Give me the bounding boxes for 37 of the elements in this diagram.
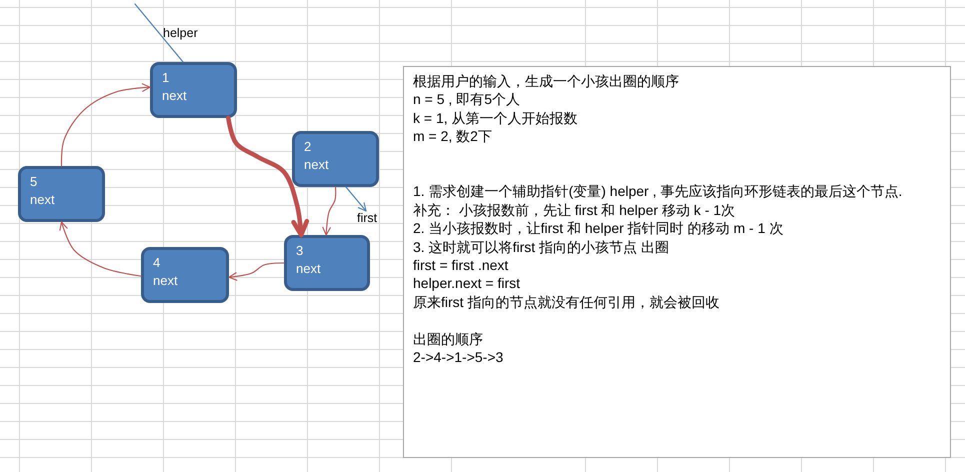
arrow <box>59 221 142 277</box>
arrow <box>228 262 285 281</box>
list-node-box <box>292 131 379 187</box>
node-field-label: next <box>304 156 329 174</box>
note-text: 2->4->1->5->3 <box>413 348 504 366</box>
list-node-box <box>284 235 370 291</box>
note-text: 原来first 指向的节点就没有任何引用，就会被回收 <box>413 292 720 312</box>
node-value: 1 <box>162 68 170 86</box>
node-value: 2 <box>304 138 312 156</box>
note-panel <box>403 66 951 458</box>
node-value: 4 <box>153 254 160 272</box>
node-field-label: next <box>162 86 187 104</box>
pointer-label: helper <box>163 26 198 40</box>
note-text: 出圈的顺序 <box>413 330 483 348</box>
list-node-box <box>150 62 237 118</box>
node-value: 3 <box>296 242 304 260</box>
arrow <box>322 186 336 236</box>
note-text: first = first .next <box>413 256 508 274</box>
note-text: 1. 需求创建一个辅助指针(变量) helper , 事先应该指向环形链表的最后这个节点. <box>413 182 902 201</box>
node-value: 5 <box>30 172 38 190</box>
node-field-label: next <box>30 190 55 208</box>
node-field-label: next <box>296 260 321 278</box>
node-field-label: next <box>153 272 178 290</box>
arrow <box>60 83 151 167</box>
list-node-box <box>18 166 105 222</box>
list-node-box <box>141 247 229 303</box>
note-text: m = 2, 数2下 <box>413 127 492 146</box>
arrow <box>226 116 310 238</box>
note-text: n = 5 , 即有5个人 <box>413 90 520 109</box>
note-text: helper.next = first <box>413 274 520 293</box>
note-text: 根据用户的输入，生成一个小孩出圈的顺序 <box>413 72 679 90</box>
pointer-label: first <box>357 211 378 225</box>
note-text: 3. 这时就可以将first 指向的小孩节点 出圈 <box>413 238 669 256</box>
note-text: k = 1, 从第一个人开始报数 <box>413 108 578 128</box>
note-text: 2. 当小孩报数时，让first 和 helper 指针同时 的移动 m - 1 次 <box>413 219 784 238</box>
arrow <box>345 186 367 212</box>
note-text: 补充： 小孩报数前，先让 first 和 helper 移动 k - 1次 <box>413 200 736 220</box>
